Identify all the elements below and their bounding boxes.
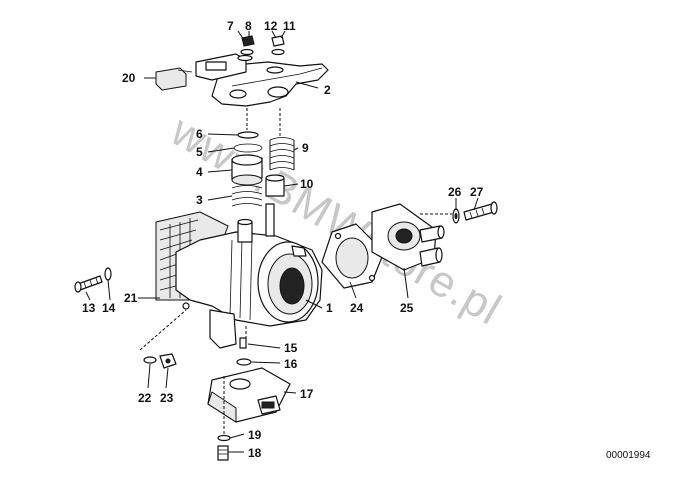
callout-27: 27: [470, 185, 484, 199]
callout-26: 26: [448, 185, 462, 199]
callout-15: 15: [284, 341, 298, 355]
washer-part-14: [104, 267, 112, 281]
bushing-part-10: [265, 174, 285, 197]
spring-part-9: [269, 137, 295, 171]
connector-part-20: [155, 67, 193, 91]
callout-23: 23: [160, 391, 174, 405]
callout-24: 24: [350, 301, 364, 315]
throttle-lever-bracket: [195, 53, 329, 107]
idle-valve-flange-part-25: [371, 203, 445, 271]
callout-21: 21: [124, 291, 138, 305]
nut-part-23: [159, 353, 177, 369]
callout-9: 9: [302, 141, 309, 155]
callout-1: 1: [326, 301, 333, 315]
callout-8: 8: [245, 19, 252, 33]
callout-4: 4: [196, 165, 203, 179]
callout-14: 14: [102, 301, 116, 315]
nut-washer-stack-11-12: [266, 35, 285, 74]
leader-lines: [85, 30, 479, 453]
callout-3: 3: [196, 193, 203, 207]
washer-part-16: [236, 358, 252, 366]
washer-part-19: [217, 434, 231, 442]
callout-labels: 7 8 12 11 20 2 6 5 4 3 9 10 1 24 25 26 2…: [82, 19, 484, 460]
spring-pin-part-15: [239, 337, 247, 349]
throttle-switch-part-17: [207, 367, 291, 423]
callout-13: 13: [82, 301, 96, 315]
callout-11: 11: [283, 19, 296, 33]
callout-18: 18: [248, 446, 262, 460]
washer-part-22: [143, 356, 157, 364]
callout-7: 7: [227, 19, 234, 33]
nut-washer-stack-7-8: [237, 35, 255, 62]
callout-16: 16: [284, 357, 298, 371]
callout-17: 17: [300, 387, 314, 401]
throttle-housing-part-1: [155, 203, 323, 349]
callout-19: 19: [248, 428, 262, 442]
screw-part-13: [74, 275, 103, 293]
callout-5: 5: [196, 145, 203, 159]
callout-10: 10: [300, 177, 314, 191]
gasket-part-24: [321, 223, 385, 289]
callout-6: 6: [196, 127, 203, 141]
callout-25: 25: [400, 301, 414, 315]
spring-stack-left: [231, 131, 263, 207]
callout-12: 12: [264, 19, 278, 33]
callout-2: 2: [324, 83, 331, 97]
callout-20: 20: [122, 71, 136, 85]
washer-part-26: [452, 208, 460, 224]
screw-part-18: [217, 445, 229, 461]
bolt-part-27: [463, 201, 498, 221]
callout-22: 22: [138, 391, 152, 405]
diagram-reference-number: 00001994: [606, 450, 651, 461]
